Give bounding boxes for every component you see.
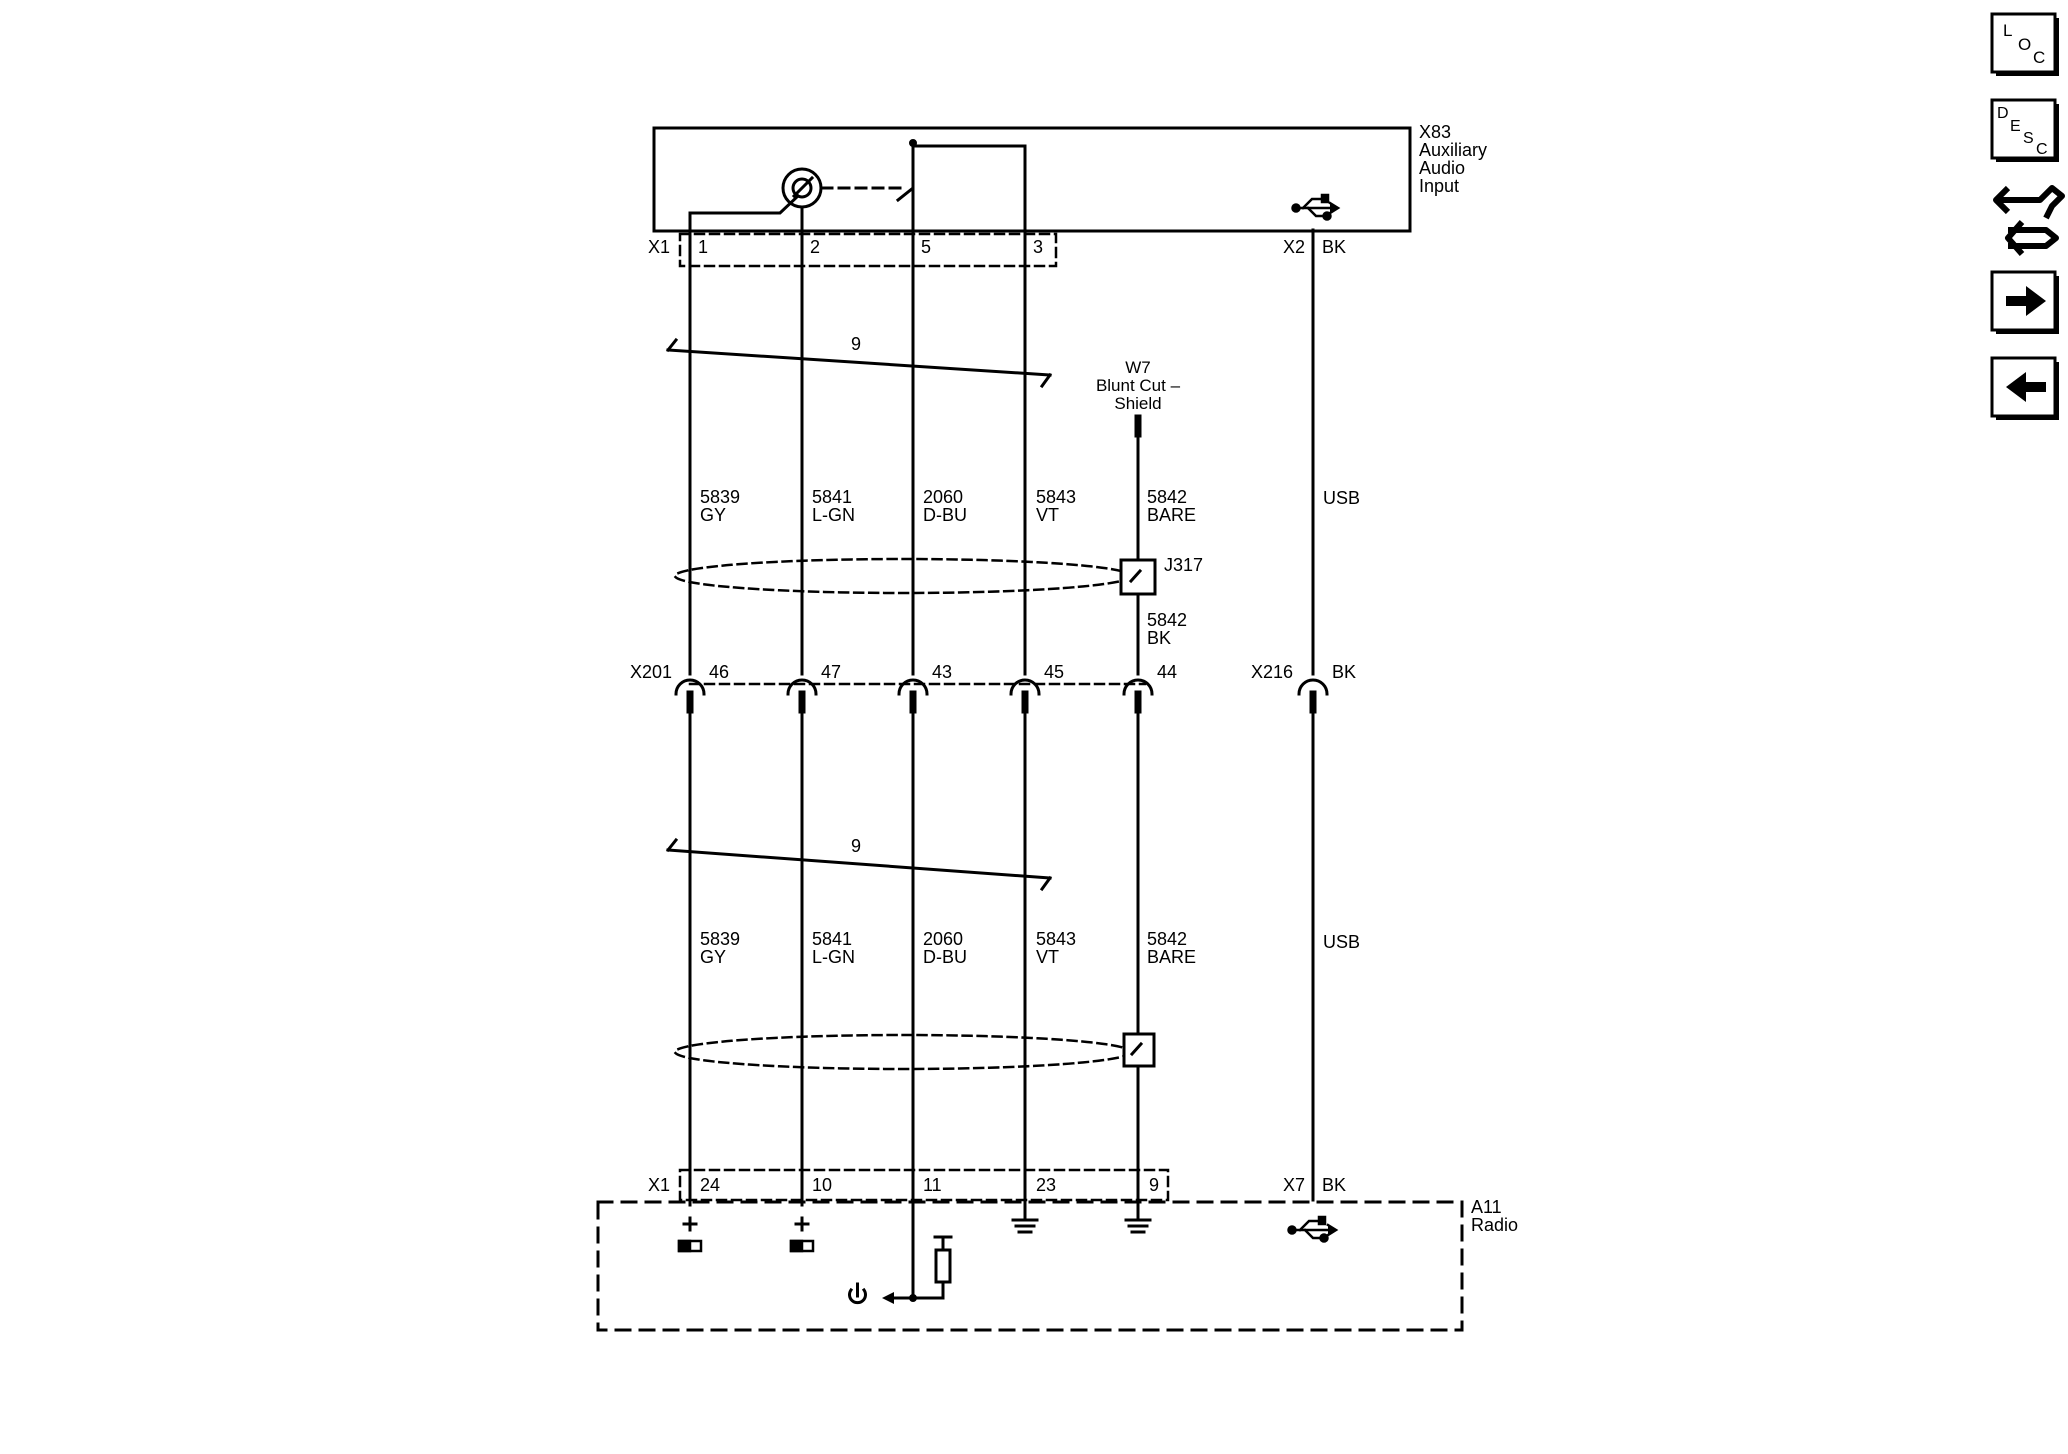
x83-label-line2: Audio bbox=[1419, 158, 1465, 178]
j317-label: J317 bbox=[1164, 555, 1203, 575]
loc-letter: C bbox=[2033, 48, 2045, 67]
j317-splice bbox=[1119, 558, 1157, 596]
wire-color: BARE bbox=[1147, 505, 1196, 525]
usb-wire-label: USB bbox=[1323, 488, 1360, 508]
wire-color: GY bbox=[700, 947, 726, 967]
pin-label: 9 bbox=[1149, 1175, 1159, 1195]
bundle-marker-upper bbox=[665, 337, 1053, 389]
pin-label: 44 bbox=[1157, 662, 1177, 682]
usb-icon-x83 bbox=[1291, 193, 1341, 221]
connector-wrench-icon[interactable] bbox=[1993, 185, 2065, 256]
ground-icon bbox=[1011, 1218, 1152, 1234]
x83-x1-label: X1 bbox=[648, 237, 670, 257]
wire-circuit: 5841 bbox=[812, 487, 852, 507]
bundle-marker-lower bbox=[665, 837, 1053, 892]
desc-letter: E bbox=[2010, 118, 2021, 135]
x83-x2-color: BK bbox=[1322, 237, 1346, 257]
arrow-left-icon[interactable] bbox=[1990, 356, 2059, 420]
wire-color: D-BU bbox=[923, 505, 967, 525]
a11-ref: A11 bbox=[1471, 1197, 1502, 1217]
drain-circuit: 5842 bbox=[1147, 610, 1187, 630]
x216-color: BK bbox=[1332, 662, 1356, 682]
x83-component-box bbox=[652, 126, 1412, 233]
wire-circuit: 5843 bbox=[1036, 929, 1076, 949]
drain-color: BK bbox=[1147, 628, 1171, 648]
plus-icon bbox=[682, 1216, 810, 1232]
wire-circuit: 2060 bbox=[923, 487, 963, 507]
w7-label-line3: Shield bbox=[1114, 394, 1161, 413]
loc-button[interactable]: L O C bbox=[1990, 12, 2059, 76]
wire-circuit: 5841 bbox=[812, 929, 852, 949]
wire-circuit: 5843 bbox=[1036, 487, 1076, 507]
pin-label: 47 bbox=[821, 662, 841, 682]
x83-label-line3: Input bbox=[1419, 176, 1459, 196]
w7-label-line2: Blunt Cut – bbox=[1096, 376, 1181, 395]
w7-label-line1: W7 bbox=[1125, 358, 1151, 377]
bundle-count-upper: 9 bbox=[851, 334, 861, 354]
shield-lower bbox=[673, 1033, 1133, 1071]
wire-circuit: 5839 bbox=[700, 487, 740, 507]
pin-label: 10 bbox=[812, 1175, 832, 1195]
pin-label: 24 bbox=[700, 1175, 720, 1195]
desc-letter: S bbox=[2023, 130, 2034, 147]
wire-circuit: 5839 bbox=[700, 929, 740, 949]
x83-x2-label: X2 bbox=[1283, 237, 1305, 257]
power-icon bbox=[848, 1282, 867, 1305]
pin-label: 43 bbox=[932, 662, 952, 682]
a11-x1-connector bbox=[678, 1168, 1170, 1202]
usb-icon-a11 bbox=[1287, 1215, 1339, 1243]
wire-color: L-GN bbox=[812, 947, 855, 967]
shield-upper bbox=[673, 557, 1133, 595]
usb-wire-label: USB bbox=[1323, 932, 1360, 952]
wire-circuit: 5842 bbox=[1147, 929, 1187, 949]
pin-label: 1 bbox=[698, 237, 708, 257]
wire-color: VT bbox=[1036, 505, 1059, 525]
a11-x7-label: X7 bbox=[1283, 1175, 1305, 1195]
wire-color: GY bbox=[700, 505, 726, 525]
x83-label-line1: Auxiliary bbox=[1419, 140, 1487, 160]
wire-color: L-GN bbox=[812, 505, 855, 525]
wire-color: VT bbox=[1036, 947, 1059, 967]
audio-jack-icon bbox=[781, 167, 823, 209]
a11-x1-label: X1 bbox=[648, 1175, 670, 1195]
signal-source-icon bbox=[677, 1239, 815, 1253]
lower-shield-splice bbox=[1122, 1032, 1156, 1068]
desc-letter: D bbox=[1997, 105, 2009, 122]
x216-connector bbox=[1297, 678, 1329, 714]
pin-label: 2 bbox=[810, 237, 820, 257]
arrow-right-icon[interactable] bbox=[1990, 270, 2059, 334]
x83-ref: X83 bbox=[1419, 122, 1451, 142]
bundle-count-lower: 9 bbox=[851, 836, 861, 856]
desc-button[interactable]: D E S C bbox=[1990, 98, 2059, 162]
loc-letter: L bbox=[2003, 21, 2012, 40]
resistor-icon bbox=[911, 1235, 953, 1300]
loc-letter: O bbox=[2018, 35, 2031, 54]
a11-label-line1: Radio bbox=[1471, 1215, 1518, 1235]
x216-label: X216 bbox=[1251, 662, 1293, 682]
a11-radio-box bbox=[596, 1200, 1464, 1332]
wire-color: D-BU bbox=[923, 947, 967, 967]
pin-label: 23 bbox=[1036, 1175, 1056, 1195]
x83-x1-connector bbox=[678, 232, 1058, 268]
wire-circuit: 2060 bbox=[923, 929, 963, 949]
x201-label: X201 bbox=[630, 662, 672, 682]
pin-label: 5 bbox=[921, 237, 931, 257]
pin-label: 45 bbox=[1044, 662, 1064, 682]
wire-circuit: 5842 bbox=[1147, 487, 1187, 507]
wire-color: BARE bbox=[1147, 947, 1196, 967]
a11-x7-color: BK bbox=[1322, 1175, 1346, 1195]
pin-label: 11 bbox=[923, 1175, 942, 1195]
desc-letter: C bbox=[2036, 141, 2048, 158]
pin-label: 46 bbox=[709, 662, 729, 682]
pin-label: 3 bbox=[1033, 237, 1043, 257]
